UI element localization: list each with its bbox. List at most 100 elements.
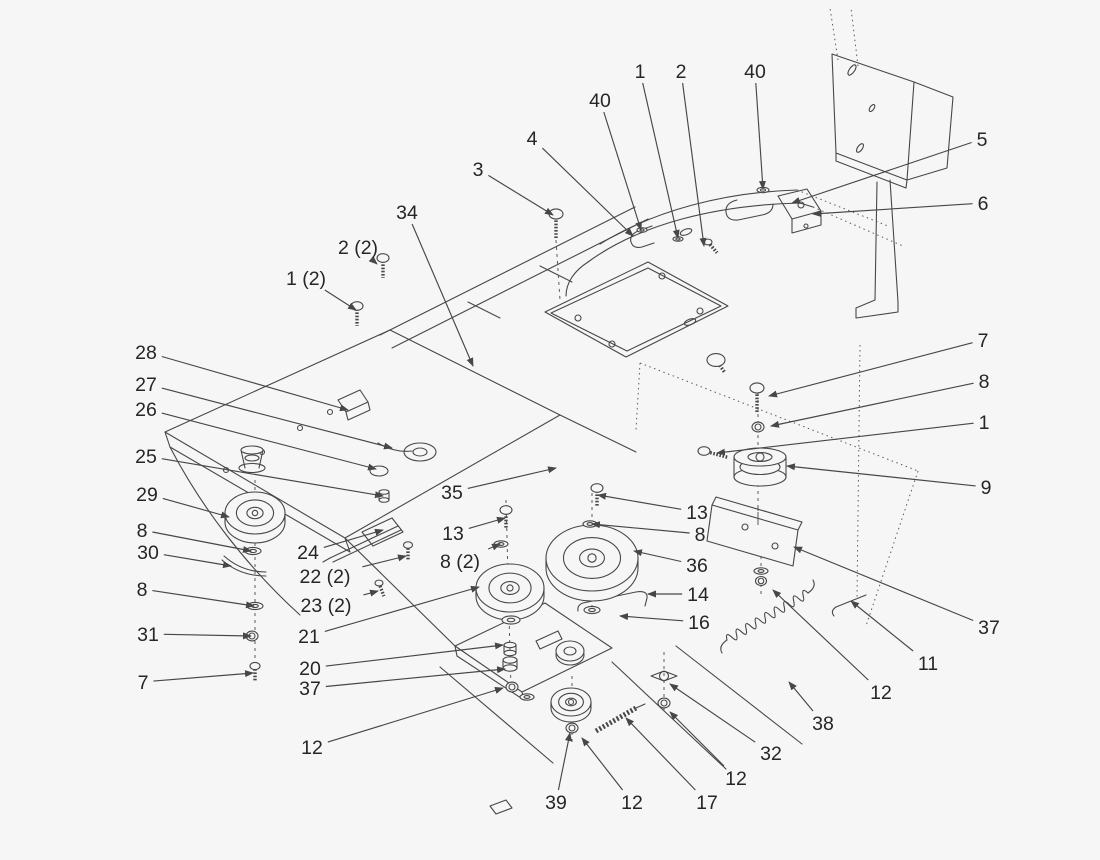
part-number-label-35-28: 35 [441, 482, 463, 504]
part-number-label-11-41: 11 [918, 653, 938, 675]
leader-line-25-14 [161, 458, 384, 499]
part-number-label-82-30: 8 (2) [440, 551, 480, 573]
leader-line-24-21 [323, 528, 384, 548]
leader-line-2-2 [682, 82, 707, 247]
leader-line-3-5 [488, 174, 554, 216]
part-number-label-36-37: 36 [686, 555, 708, 577]
leader-line-6-7 [812, 203, 973, 217]
part-number-label-7-20: 7 [138, 672, 149, 694]
part-number-label-40-0: 40 [589, 90, 611, 112]
leader-line-13-29 [468, 516, 506, 529]
leader-line-8-32 [770, 382, 974, 428]
leader-line-40-3 [755, 82, 766, 190]
leader-line-12-42 [772, 589, 869, 681]
leader-line-37-26 [325, 666, 506, 688]
part-number-label-1-1: 1 [635, 61, 646, 83]
leader-line-31-19 [163, 632, 252, 640]
leader-line-16-39 [619, 613, 684, 622]
leader-line-8-16 [152, 531, 252, 553]
leader-line-1-1 [642, 82, 680, 239]
leader-line-82-30 [487, 543, 501, 551]
part-number-label-8-36: 8 [695, 524, 706, 546]
leader-line-12-27 [327, 687, 504, 743]
part-number-label-22-9: 2 (2) [338, 237, 378, 259]
part-number-label-34-8: 34 [396, 202, 418, 224]
part-number-label-21-24: 21 [298, 626, 320, 648]
part-number-label-2-2: 2 [676, 61, 687, 83]
part-number-label-7-31: 7 [978, 330, 989, 352]
leader-line-40-0 [603, 111, 642, 231]
part-number-label-29-15: 29 [136, 484, 158, 506]
part-number-label-12-45: 12 [725, 768, 747, 790]
leader-line-34-8 [411, 223, 474, 367]
leader-line-38-43 [788, 681, 814, 712]
leader-line-8-18 [152, 590, 255, 609]
part-number-label-30-17: 30 [137, 542, 159, 564]
leader-line-17-46 [625, 717, 696, 791]
leader-line-26-13 [161, 412, 377, 471]
part-number-label-14-38: 14 [687, 584, 709, 606]
leader-line-29-15 [162, 497, 230, 519]
part-number-label-13-29: 13 [442, 523, 464, 545]
part-number-label-32-44: 32 [760, 743, 782, 765]
leader-line-20-25 [325, 642, 504, 667]
leader-line-22-9 [368, 256, 378, 265]
part-number-label-27-12: 27 [135, 374, 157, 396]
leader-line-11-41 [850, 600, 914, 652]
leader-line-37-40 [793, 546, 974, 622]
leader-line-35-28 [467, 466, 557, 489]
part-number-label-9-34: 9 [981, 477, 992, 499]
part-number-label-8-32: 8 [979, 371, 990, 393]
leader-line-222-22 [362, 554, 407, 568]
part-number-label-17-46: 17 [696, 792, 718, 814]
leader-line-12-10 [324, 289, 357, 311]
part-number-label-25-14: 25 [135, 446, 157, 468]
leader-line-28-11 [161, 355, 349, 412]
part-number-label-12-27: 12 [301, 737, 323, 759]
part-number-label-13-35: 13 [686, 502, 708, 524]
leader-line-12-45 [669, 711, 725, 767]
part-number-label-5-6: 5 [977, 129, 988, 151]
leader-line-7-31 [768, 342, 973, 398]
leader-line-39-48 [557, 732, 572, 791]
part-number-label-1-33: 1 [979, 412, 990, 434]
leader-line-7-20 [153, 670, 254, 682]
part-number-label-31-19: 31 [137, 624, 159, 646]
part-number-label-6-7: 6 [978, 193, 989, 215]
part-number-label-37-26: 37 [299, 678, 321, 700]
leader-line-232-23 [363, 589, 379, 597]
leader-line-27-12 [161, 387, 393, 450]
diagram-artwork [164, 7, 954, 815]
leader-line-5-6 [791, 141, 972, 204]
leader-line-36-37 [633, 549, 682, 563]
leader-line-13-35 [597, 492, 682, 510]
leader-line-8-36 [591, 521, 690, 534]
leader-line-1-33 [716, 422, 974, 456]
part-number-label-8-16: 8 [137, 520, 148, 542]
part-number-label-4-4: 4 [527, 128, 538, 150]
part-number-label-12-47: 12 [621, 792, 643, 814]
part-number-label-16-39: 16 [688, 612, 710, 634]
leader-line-4-4 [541, 147, 634, 237]
part-number-label-8-18: 8 [137, 579, 148, 601]
part-number-label-26-13: 26 [135, 399, 157, 421]
part-number-label-222-22: 22 (2) [300, 566, 351, 588]
part-number-label-232-23: 23 (2) [301, 595, 352, 617]
part-number-label-37-40: 37 [978, 617, 1000, 639]
part-number-label-20-25: 20 [299, 658, 321, 680]
part-number-label-28-11: 28 [135, 342, 157, 364]
leader-line-21-24 [324, 585, 480, 632]
part-number-label-3-5: 3 [473, 159, 484, 181]
part-number-label-12-10: 1 (2) [286, 268, 326, 290]
leader-line-12-47 [581, 737, 624, 791]
part-number-label-39-48: 39 [545, 792, 567, 814]
leader-line-9-34 [786, 463, 976, 487]
part-number-label-24-21: 24 [297, 542, 319, 564]
part-number-label-12-42: 12 [870, 682, 892, 704]
leader-line-30-17 [163, 554, 232, 569]
leader-line-32-44 [669, 683, 756, 743]
hardware-parts-layer [224, 186, 815, 734]
